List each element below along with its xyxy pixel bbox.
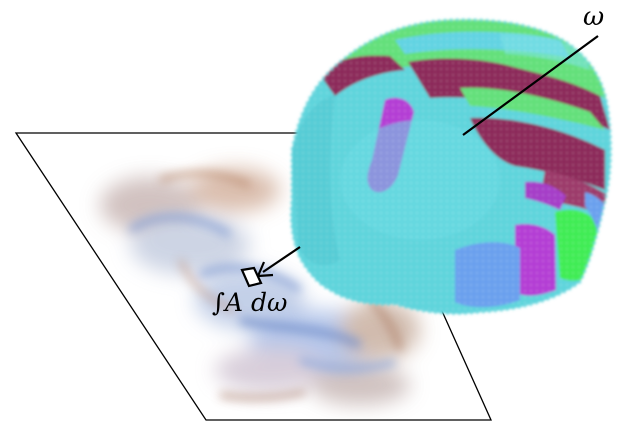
projection-image [100, 168, 420, 405]
diamond-pixel-icon [240, 266, 263, 288]
omega-label: ω [583, 2, 605, 32]
omega-pointer-line [462, 35, 599, 136]
integral-label: ∫A dω [212, 288, 288, 317]
brain-volume [289, 18, 613, 316]
